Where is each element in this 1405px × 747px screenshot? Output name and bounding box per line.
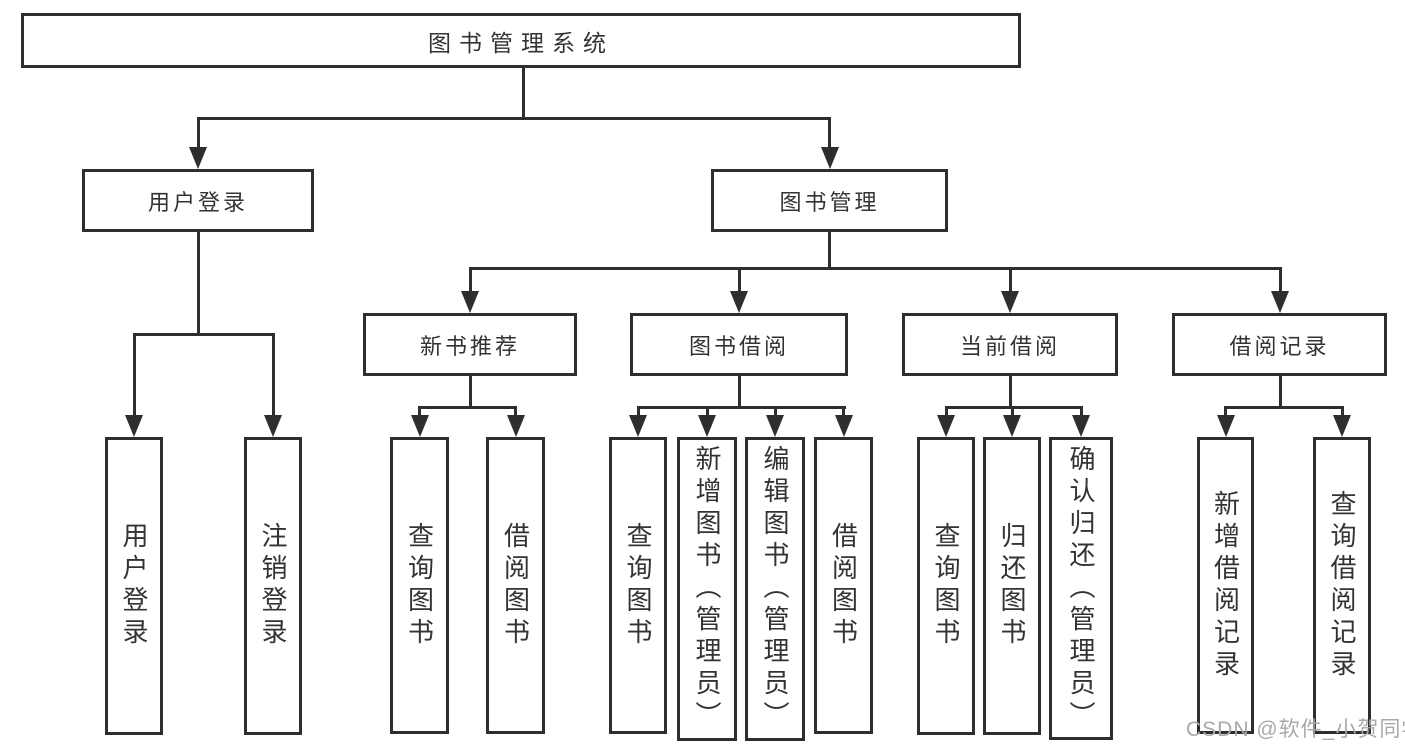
leaf-edit-book-admin-label: 编辑图书（管理员） (760, 445, 790, 733)
leaf-query-borrow-record: 查询借阅记录 (1313, 437, 1371, 734)
node-book-management: 图书管理 (711, 169, 948, 232)
leaf-query-books-current-label: 查询图书 (931, 522, 961, 650)
connector-stub (705, 406, 709, 418)
node-borrow-records-label: 借阅记录 (1229, 333, 1330, 359)
leaf-logout-label: 注销登录 (258, 522, 288, 650)
arrow-down-icon (820, 147, 839, 169)
leaf-query-books-borrow-label: 查询图书 (623, 521, 653, 650)
arrow-down-icon (264, 415, 282, 437)
leaf-query-books-borrow: 查询图书 (609, 437, 667, 734)
leaf-borrow-books-recommend: 借阅图书 (486, 437, 545, 734)
leaf-return-book-label: 归还图书 (997, 522, 1027, 650)
leaf-edit-book-admin: 编辑图书（管理员） (745, 437, 805, 741)
arrow-down-icon (730, 291, 748, 313)
connector-stub (132, 333, 136, 417)
connector-root-stem (521, 68, 525, 120)
connector-stub (636, 406, 640, 418)
leaf-confirm-return-admin-label: 确认归还（管理员） (1066, 444, 1096, 733)
arrow-down-icon (766, 415, 784, 437)
connector-level3-rail (468, 267, 1282, 270)
connector-book-mgmt-stem (828, 232, 831, 269)
node-user-login: 用户登录 (82, 169, 314, 232)
leaf-add-book-admin-label: 新增图书（管理员） (692, 445, 722, 733)
node-user-login-label: 用户登录 (147, 189, 248, 215)
connector-stub (773, 406, 777, 418)
connector-leaf-rail (1224, 406, 1344, 409)
connector-leaf-rail (418, 406, 517, 409)
leaf-query-borrow-record-label: 查询借阅记录 (1327, 489, 1357, 682)
arrow-down-icon (410, 415, 429, 437)
csdn-watermark: CSDN @软件_小贺同学 (1186, 718, 1405, 741)
arrow-down-icon (461, 291, 479, 313)
leaf-add-book-admin: 新增图书（管理员） (677, 437, 737, 741)
connector-stem (1008, 376, 1012, 408)
arrow-down-icon (1001, 291, 1019, 313)
node-borrow-records: 借阅记录 (1172, 313, 1387, 376)
connector-stub (842, 406, 845, 418)
arrow-down-icon (189, 147, 207, 169)
arrow-down-icon (1216, 415, 1235, 437)
connector-stub (944, 406, 948, 418)
leaf-logout: 注销登录 (244, 437, 302, 735)
leaf-add-borrow-record-label: 新增借阅记录 (1210, 489, 1241, 682)
node-new-book-recommend: 新书推荐 (363, 313, 577, 376)
leaf-query-books-current: 查询图书 (917, 437, 975, 735)
arrow-down-icon (937, 415, 955, 437)
connector-stem (468, 376, 472, 408)
leaf-query-books-recommend-label: 查询图书 (404, 521, 435, 650)
node-current-borrow: 当前借阅 (902, 313, 1118, 376)
connector-stub (1010, 406, 1014, 418)
connector-stub (1224, 406, 1227, 418)
leaf-user-login: 用户登录 (105, 437, 163, 735)
connector-level2-rail (196, 117, 831, 120)
leaf-query-books-recommend: 查询图书 (390, 437, 449, 734)
arrow-down-icon (698, 415, 716, 437)
arrow-down-icon (629, 415, 647, 437)
connector-stem (1278, 376, 1282, 408)
connector-stem (737, 376, 741, 408)
node-book-borrow-label: 图书借阅 (688, 333, 789, 359)
connector-stub (514, 406, 517, 418)
leaf-user-login-label: 用户登录 (119, 522, 149, 650)
connector-stub (1278, 267, 1282, 293)
arrow-down-icon (1271, 291, 1289, 313)
leaf-borrow-books-borrow: 借阅图书 (814, 437, 873, 734)
arrow-down-icon (1072, 415, 1090, 437)
connector-stub (1008, 267, 1012, 293)
connector-stub (468, 267, 472, 293)
leaf-return-book: 归还图书 (983, 437, 1041, 735)
arrow-down-icon (1003, 415, 1021, 437)
node-book-management-label: 图书管理 (779, 189, 880, 215)
connector-stub (737, 267, 741, 293)
connector-user-login-stem (196, 232, 200, 335)
arrow-down-icon (834, 415, 853, 437)
connector-stub (196, 117, 200, 151)
node-new-book-recommend-label: 新书推荐 (419, 333, 520, 359)
node-book-borrow: 图书借阅 (630, 313, 848, 376)
node-root-label: 图书管理系统 (428, 29, 614, 56)
arrow-down-icon (125, 415, 143, 437)
leaf-borrow-books-recommend-label: 借阅图书 (500, 521, 531, 650)
connector-stub (828, 117, 831, 151)
connector-leaf-rail (636, 406, 846, 409)
node-current-borrow-label: 当前借阅 (959, 333, 1060, 359)
node-root: 图书管理系统 (21, 13, 1021, 68)
arrow-down-icon (506, 415, 525, 437)
connector-user-login-rail (132, 333, 275, 336)
leaf-add-borrow-record: 新增借阅记录 (1197, 437, 1254, 734)
connector-leaf-rail (944, 406, 1083, 409)
connector-stub (418, 406, 421, 418)
connector-stub (271, 333, 275, 417)
leaf-borrow-books-borrow-label: 借阅图书 (828, 521, 859, 650)
connector-stub (1340, 406, 1344, 418)
arrow-down-icon (1333, 415, 1351, 437)
connector-stub (1079, 406, 1083, 418)
leaf-confirm-return-admin: 确认归还（管理员） (1049, 437, 1113, 740)
